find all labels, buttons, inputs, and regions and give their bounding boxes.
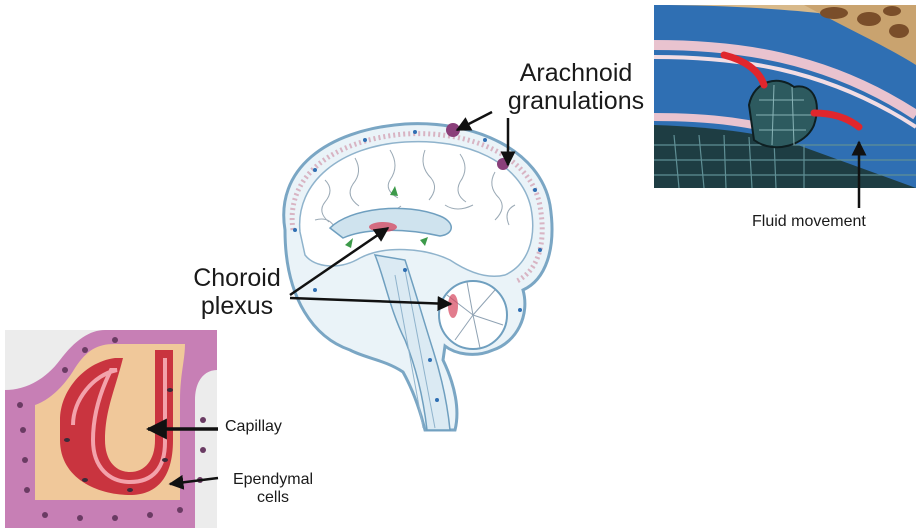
arrow-ependymal	[170, 478, 218, 484]
arrow-arachnoid-1	[457, 112, 492, 130]
label-choroid-line2: plexus	[172, 293, 302, 321]
label-capillay: Capillay	[225, 418, 282, 436]
label-fluid-movement: Fluid movement	[752, 213, 866, 231]
label-ependymal-cells: Ependymal cells	[223, 471, 323, 506]
label-choroid-line1: Choroid	[172, 265, 302, 293]
label-arachnoid-granulations: Arachnoid granulations	[488, 60, 664, 115]
label-arachnoid-line2: granulations	[488, 88, 664, 116]
label-choroid-plexus: Choroid plexus	[172, 265, 302, 320]
arrow-choroid-2	[290, 298, 451, 304]
label-ependymal-line2: cells	[223, 489, 323, 507]
arrow-choroid-1	[290, 228, 388, 295]
label-arachnoid-line1: Arachnoid	[488, 60, 664, 88]
label-ependymal-line1: Ependymal	[223, 471, 323, 489]
